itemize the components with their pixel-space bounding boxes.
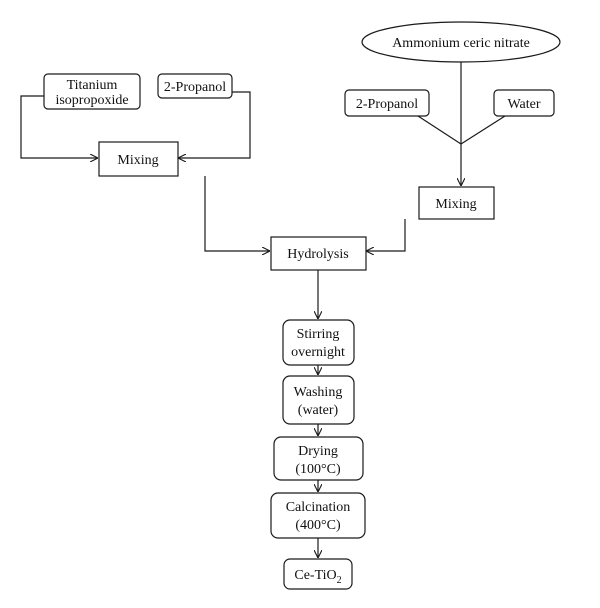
node-product-ce-tio2: Ce-TiO2	[283, 558, 353, 590]
mixing-left-label: Mixing	[117, 153, 158, 168]
titanium-label-line2: isopropoxide	[55, 93, 128, 108]
hydrolysis-label: Hydrolysis	[287, 247, 348, 262]
line-water-to-merge	[460, 115, 506, 145]
mixing-right-label: Mixing	[435, 197, 476, 212]
drying-label-line2: (100°C)	[295, 462, 341, 477]
calcination-label-line1: Calcination	[286, 500, 351, 515]
calcination-label-line2: (400°C)	[295, 518, 341, 533]
node-washing: Washing (water)	[282, 375, 355, 425]
drying-label-line1: Drying	[298, 444, 338, 459]
water-label: Water	[507, 97, 540, 112]
node-mixing-right: Mixing	[418, 186, 495, 220]
node-2-propanol-right: 2-Propanol	[344, 89, 430, 117]
stirring-label-line1: Stirring	[297, 327, 340, 342]
washing-label-line2: (water)	[298, 403, 339, 418]
propanol-left-label: 2-Propanol	[164, 80, 226, 95]
product-label: Ce-TiO2	[294, 568, 341, 586]
arrow-propanol-to-mixing	[178, 91, 251, 158]
product-label-main: Ce-TiO	[294, 568, 336, 583]
arrow-mixing-left-to-hydrolysis	[204, 176, 270, 251]
washing-label-line1: Washing	[294, 385, 343, 400]
node-mixing-left: Mixing	[98, 141, 179, 177]
arrow-titanium-to-mixing	[20, 95, 98, 158]
line-propanol-to-merge	[417, 115, 462, 145]
node-titanium-isopropoxide: Titanium isopropoxide	[43, 73, 141, 110]
node-water: Water	[493, 89, 555, 117]
node-2-propanol-left: 2-Propanol	[157, 73, 233, 99]
arrow-mixing-right-to-hydrolysis	[366, 219, 406, 251]
node-drying: Drying (100°C)	[273, 436, 364, 481]
product-label-subscript: 2	[337, 575, 342, 586]
ammonium-label: Ammonium ceric nitrate	[392, 36, 530, 51]
propanol-right-label: 2-Propanol	[356, 97, 418, 112]
node-ammonium-ceric-nitrate: Ammonium ceric nitrate	[361, 21, 561, 63]
node-stirring-overnight: Stirring overnight	[282, 319, 355, 366]
connectors	[20, 62, 506, 558]
node-calcination: Calcination (400°C)	[270, 492, 366, 539]
titanium-label-line1: Titanium	[67, 78, 118, 93]
node-hydrolysis: Hydrolysis	[270, 236, 367, 271]
stirring-label-line2: overnight	[291, 345, 345, 360]
